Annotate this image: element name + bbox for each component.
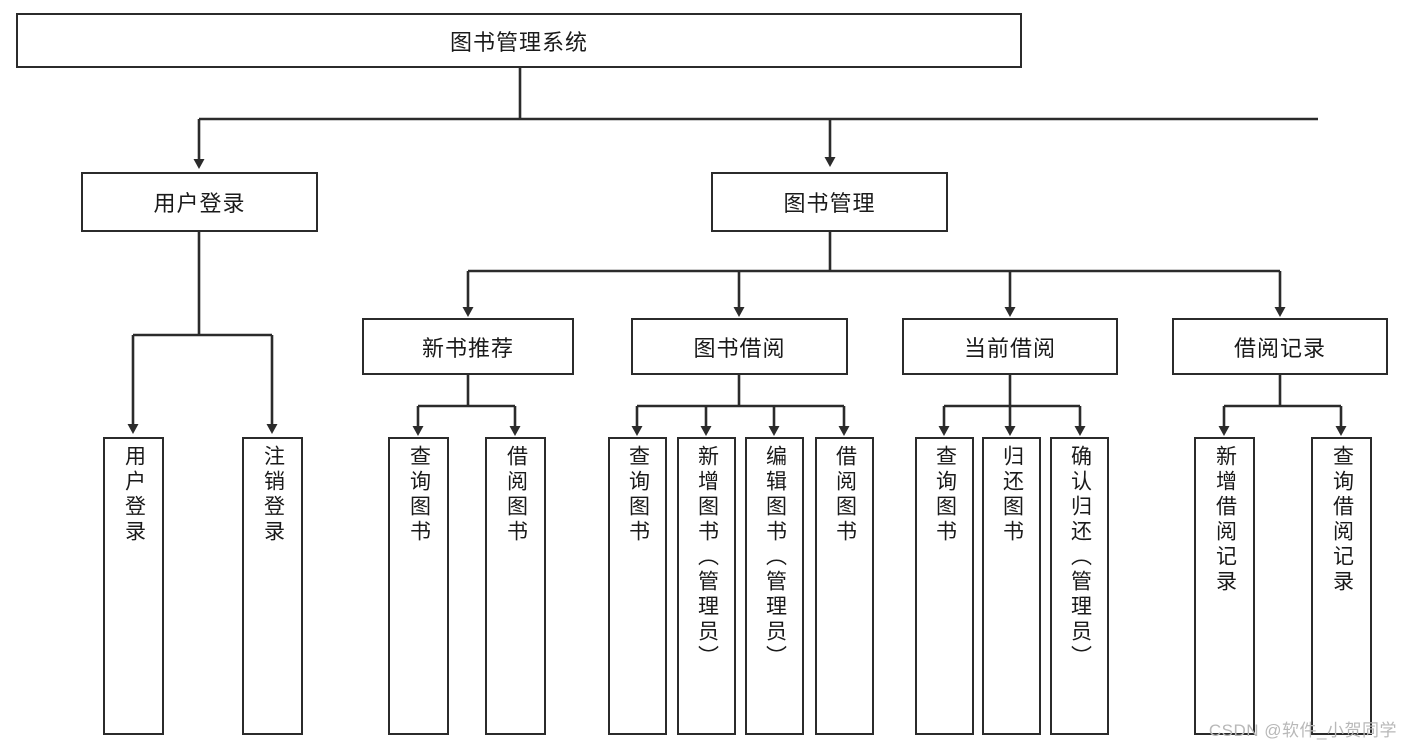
leaf-label: 查询借阅记录	[1330, 445, 1354, 595]
leaf-user-login-login[interactable]: 用户登录	[103, 437, 164, 735]
leaf-label: 借阅图书	[504, 445, 528, 545]
node-book-management[interactable]: 图书管理	[711, 172, 948, 232]
leaf-book-borrow-add[interactable]: 新增图书（管理员）	[677, 437, 736, 735]
node-book-borrow[interactable]: 图书借阅	[631, 318, 848, 375]
node-book-management-label: 图书管理	[783, 191, 876, 216]
leaf-current-borrow-return[interactable]: 归还图书	[982, 437, 1041, 735]
leaf-label: 新增借阅记录	[1213, 445, 1237, 595]
leaf-label: 确认归还（管理员）	[1068, 445, 1092, 670]
node-new-book-recommend-label: 新书推荐	[421, 335, 514, 361]
leaf-current-borrow-confirm[interactable]: 确认归还（管理员）	[1050, 437, 1109, 735]
node-borrow-record[interactable]: 借阅记录	[1172, 318, 1388, 375]
watermark: CSDN @软件_小贺同学	[1208, 721, 1397, 740]
node-current-borrow[interactable]: 当前借阅	[902, 318, 1118, 375]
leaf-current-borrow-query[interactable]: 查询图书	[915, 437, 974, 735]
leaf-label: 查询图书	[933, 445, 957, 545]
leaf-user-login-logout[interactable]: 注销登录	[242, 437, 303, 735]
node-user-login-label: 用户登录	[153, 191, 246, 216]
leaf-new-book-query[interactable]: 查询图书	[388, 437, 449, 735]
leaf-borrow-record-add[interactable]: 新增借阅记录	[1194, 437, 1255, 735]
leaf-label: 查询图书	[407, 445, 431, 545]
leaf-borrow-record-query[interactable]: 查询借阅记录	[1311, 437, 1372, 735]
leaf-book-borrow-query[interactable]: 查询图书	[608, 437, 667, 735]
node-root[interactable]: 图书管理系统	[16, 13, 1022, 68]
leaf-label: 借阅图书	[833, 445, 857, 545]
leaf-label: 查询图书	[626, 445, 650, 545]
node-current-borrow-label: 当前借阅	[963, 335, 1056, 361]
node-root-label: 图书管理系统	[449, 29, 588, 55]
leaf-new-book-borrow[interactable]: 借阅图书	[485, 437, 546, 735]
leaf-label: 编辑图书（管理员）	[763, 445, 787, 670]
node-user-login[interactable]: 用户登录	[81, 172, 318, 232]
leaf-label: 注销登录	[261, 445, 285, 545]
leaf-label: 用户登录	[122, 445, 146, 545]
node-book-borrow-label: 图书借阅	[693, 335, 786, 361]
node-borrow-record-label: 借阅记录	[1233, 335, 1326, 361]
leaf-book-borrow-edit[interactable]: 编辑图书（管理员）	[745, 437, 804, 735]
node-new-book-recommend[interactable]: 新书推荐	[362, 318, 574, 375]
leaf-book-borrow-borrow[interactable]: 借阅图书	[815, 437, 874, 735]
leaf-label: 归还图书	[1000, 445, 1024, 545]
leaf-label: 新增图书（管理员）	[695, 445, 719, 670]
